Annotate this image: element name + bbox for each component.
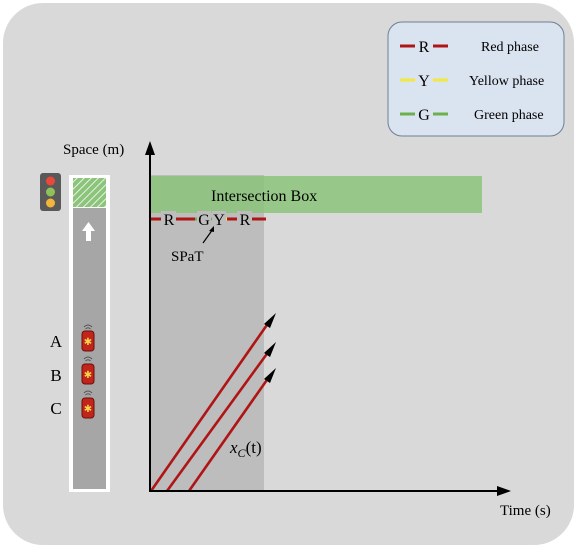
legend-item-green: G Green phase <box>400 105 544 124</box>
x-axis-label: Time (s) <box>500 503 551 519</box>
car-icon: ✱ <box>81 397 95 419</box>
intersection-box-label: Intersection Box <box>211 188 317 205</box>
vehicle-label-c: C <box>50 399 61 418</box>
road-illustration <box>69 175 110 492</box>
vehicle-label-b: B <box>50 366 61 385</box>
vehicle-b: B ✱ <box>50 356 95 385</box>
vehicle-a: A ✱ <box>50 324 95 352</box>
legend-label-yellow: Yellow phase <box>469 74 544 89</box>
wifi-icon <box>83 356 93 362</box>
trajectory-a-arrowhead <box>264 313 276 328</box>
legend-item-yellow: Y Yellow phase <box>400 71 544 90</box>
vehicle-label-a: A <box>50 332 63 351</box>
trajectory-label: xC(t) <box>229 438 262 460</box>
wifi-icon <box>83 390 93 396</box>
car-icon: ✱ <box>81 330 95 352</box>
legend-letter-yellow: Y <box>418 73 430 90</box>
traffic-light-icon <box>40 173 61 211</box>
trajectory-b-arrowhead <box>264 342 276 357</box>
y-axis-arrowhead <box>145 141 155 155</box>
trajectory-c-arrowhead <box>264 368 276 383</box>
axes: Space (m) Time (s) <box>63 141 551 519</box>
trajectory-label-sub: C <box>238 446 247 460</box>
legend-label-red: Red phase <box>481 40 539 55</box>
trajectories: xC(t) <box>149 313 276 492</box>
shaded-time-window <box>151 175 264 492</box>
svg-text:✱: ✱ <box>84 404 92 415</box>
legend-item-red: R Red phase <box>400 37 539 56</box>
x-axis-arrowhead <box>497 486 511 496</box>
spat-label: SPaT <box>171 249 204 265</box>
timeline-letter: Y <box>213 212 225 229</box>
signal-timeline: R G Y R SPaT <box>151 211 266 265</box>
legend: R Red phase Y Yellow phase G Green phase <box>387 21 565 137</box>
legend-label-green: Green phase <box>474 108 544 123</box>
trajectory-a <box>149 321 271 492</box>
intersection-box <box>151 176 482 213</box>
timeline-letter: R <box>164 212 175 229</box>
background-panel <box>3 3 574 545</box>
svg-text:✱: ✱ <box>84 370 92 381</box>
trajectory-label-arg: (t) <box>246 438 262 457</box>
timeline-letter: G <box>198 212 210 229</box>
trajectory-b <box>165 350 271 492</box>
spat-pointer-head <box>209 226 214 232</box>
timeline-letter: R <box>240 212 251 229</box>
car-icon: ✱ <box>81 363 95 385</box>
trajectory-label-var: x <box>229 438 238 457</box>
y-axis-label: Space (m) <box>63 142 124 158</box>
vehicle-c: C ✱ <box>50 390 95 419</box>
svg-text:✱: ✱ <box>84 337 92 348</box>
legend-letter-green: G <box>418 107 430 124</box>
direction-arrow-icon <box>82 222 95 241</box>
wifi-icon <box>83 324 93 330</box>
legend-letter-red: R <box>419 39 430 56</box>
intersection-hatch <box>73 178 106 207</box>
trajectory-c <box>187 376 271 492</box>
